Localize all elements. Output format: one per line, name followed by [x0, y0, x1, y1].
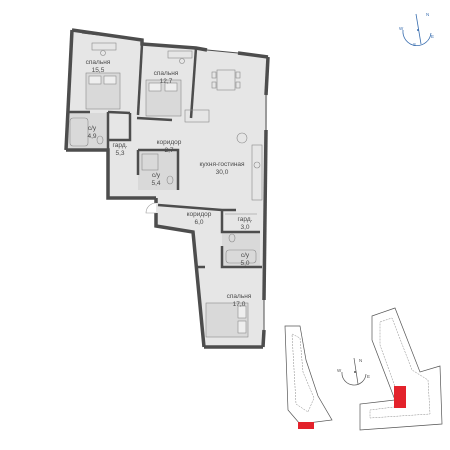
kitchen-sink: [253, 161, 261, 169]
outer-wall-bottom-left: [66, 148, 156, 200]
entry-door-arc: [145, 202, 157, 214]
compass-main-arc: [402, 29, 432, 46]
room-kitchen-living-name: кухня-гостиная: [199, 161, 245, 168]
bath-3-floor: [222, 232, 260, 267]
dining-table: [216, 69, 236, 91]
room-wardrobe-1-area: 5,3: [115, 150, 124, 157]
kitchen-counter: [251, 144, 263, 201]
bathtub-1: [69, 117, 89, 147]
compass-mini-west: W: [337, 368, 342, 373]
wall-bath2-box: [138, 148, 180, 190]
site-building-left-inner: [291, 333, 315, 413]
desk-2: [167, 50, 193, 59]
compass-main-west: W: [399, 26, 404, 31]
compass-mini-north: N: [359, 358, 362, 363]
room-wardrobe-2-name: гард.: [238, 216, 253, 223]
room-corridor-1-area: 2,7: [164, 147, 173, 154]
room-bathroom-1-name: с/у: [88, 125, 97, 132]
bed-2-pillow-2: [164, 82, 178, 92]
room-corridor-2-name: коридор: [187, 211, 212, 218]
shower-2: [141, 153, 159, 171]
bed-2-pillow: [148, 82, 162, 92]
outer-wall-right-mid: [262, 129, 268, 301]
wall-bed1-bed2: [136, 43, 144, 116]
bed-1-pillow-2: [103, 75, 117, 85]
room-kitchen-living-area: 30,0: [216, 169, 229, 176]
toilet-2: [166, 175, 174, 185]
toilet-1: [96, 135, 104, 145]
dining-chair-2: [211, 81, 217, 89]
site-plan: N W E: [284, 307, 443, 431]
wall-bed2-living: [189, 47, 198, 119]
outer-wall-right-lower: [261, 329, 266, 348]
dining-chair-3: [235, 71, 241, 79]
chair-2: [179, 58, 185, 64]
armchair: [236, 132, 248, 144]
wall-wardrobe2: [220, 210, 260, 234]
room-bathroom-3-name: с/у: [241, 252, 250, 259]
room-bedroom-3-name: спальня: [227, 293, 252, 300]
compass-main-center: [417, 29, 419, 31]
room-bedroom-1-area: 15,5: [92, 67, 105, 74]
chair-1: [100, 50, 106, 56]
site-building-right: [359, 307, 443, 431]
room-bathroom-3-area: 5,0: [240, 260, 249, 267]
outer-wall-left: [64, 29, 74, 151]
dining-chair-1: [211, 71, 217, 79]
site-highlight-right: [394, 386, 406, 408]
site-building-left: [284, 325, 333, 425]
desk-1: [91, 42, 117, 51]
compass-mini-east: E: [367, 374, 370, 379]
outer-wall-right-upper: [264, 56, 270, 96]
outer-wall-lower-left: [154, 213, 206, 348]
compass-mini-needle: [353, 357, 359, 385]
room-bedroom-1-name: спальня: [86, 59, 111, 66]
compass-main-east: E: [431, 34, 434, 39]
bed-3-pillow: [237, 305, 247, 319]
bed-3-pillow-2: [237, 320, 247, 334]
room-bathroom-2-area: 5,4: [151, 180, 160, 187]
compass-main-needle: [415, 13, 422, 45]
room-bathroom-2-name: с/у: [152, 172, 161, 179]
bathtub-3: [225, 249, 257, 264]
room-wardrobe-1-name: гард.: [113, 142, 128, 149]
toilet-3: [228, 233, 236, 243]
compass-main-south: S: [413, 42, 416, 47]
room-corridor-2-area: 6,0: [194, 219, 203, 226]
furniture: [69, 42, 263, 338]
room-bathroom-1-area: 4,9: [87, 133, 96, 140]
room-labels: спальня 15,5 спальня 12,7 с/у 4,9 гард. …: [86, 59, 253, 308]
room-corridor-1-name: коридор: [157, 139, 182, 146]
outer-wall-top-right: [237, 51, 269, 59]
compass-mini-arc: [341, 371, 367, 386]
window-top: [206, 49, 239, 54]
bed-1-pillow: [88, 75, 102, 85]
window-left-top: [81, 32, 126, 39]
room-bedroom-3-area: 17,0: [233, 301, 246, 308]
room-wardrobe-2-area: 3,0: [240, 224, 249, 231]
sofa: [184, 109, 210, 123]
compass-main: N W E S: [399, 12, 434, 47]
site-building-right-inner: [369, 317, 431, 419]
compass-mini-center: [354, 371, 356, 373]
wall-corridor-left: [108, 113, 132, 142]
room-bedroom-2-area: 12,7: [160, 78, 173, 85]
site-highlight-left: [298, 422, 314, 429]
wall-bed1-bottom-right: [107, 110, 131, 115]
wall-bed2-bottom: [136, 116, 173, 122]
compass-main-north: N: [426, 12, 429, 17]
dining-chair-4: [235, 81, 241, 89]
walls: [64, 28, 270, 349]
wall-bath3: [220, 246, 262, 269]
room-bedroom-2-name: спальня: [154, 70, 179, 77]
